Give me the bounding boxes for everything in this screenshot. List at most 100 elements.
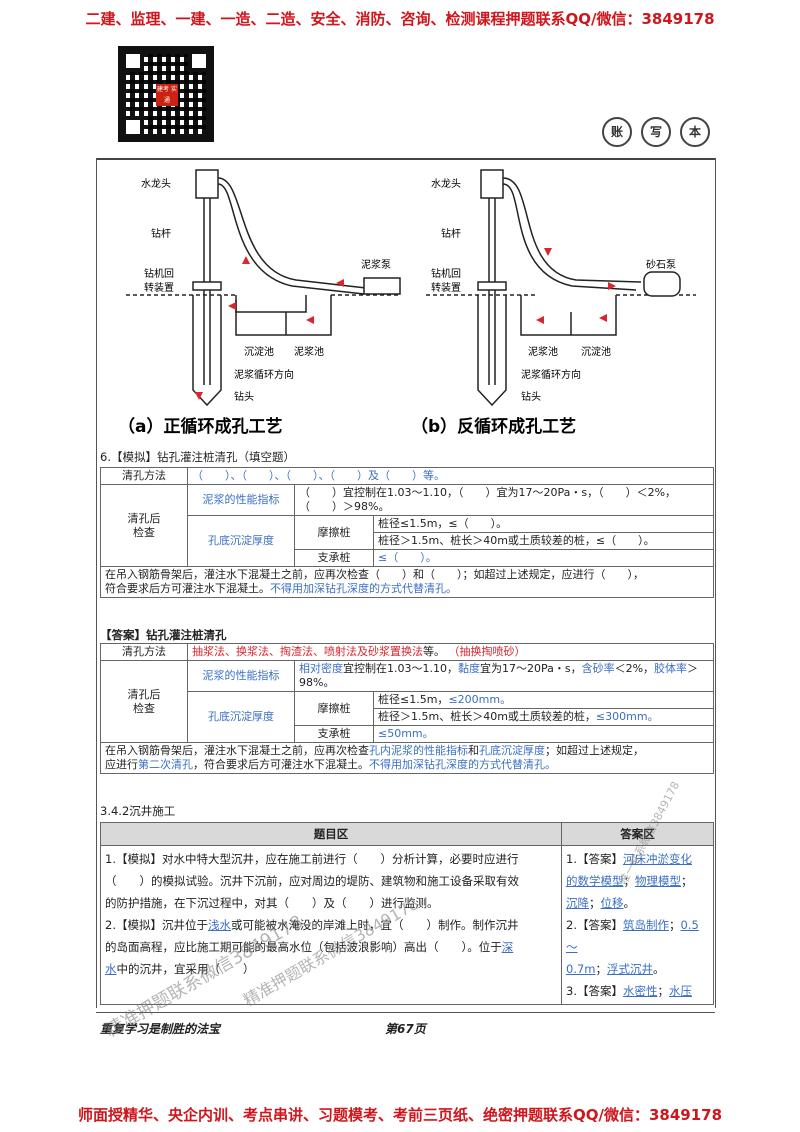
label-mud-b: 泥浆池 bbox=[528, 345, 558, 358]
qa-answers: 1.【答案】河床冲淤变化的数学模型；物理模型；沉降；位移。 2.【答案】筑岛制作… bbox=[561, 845, 714, 1005]
a2-pre: 2.【答案】 bbox=[566, 918, 623, 932]
a1-2: 的数学模型 bbox=[566, 874, 624, 888]
q6-title: 6.【模拟】钻孔灌注桩清孔（填空题） bbox=[100, 450, 295, 464]
q-mud-label: 泥浆的性能指标 bbox=[187, 484, 295, 516]
a-mud-v2: 宜控制在1.03～1.10， bbox=[343, 662, 458, 675]
q-note: 在吊入钢筋骨架后，灌注水下混凝土之前，应再次检查（ ）和（ ）；如超过上述规定，… bbox=[100, 566, 714, 598]
stamp-2: 写 bbox=[641, 117, 671, 147]
q2-l1a: 2.【模拟】沉井位于 bbox=[105, 918, 208, 932]
label-rotary-b: 钻机回 bbox=[431, 267, 461, 280]
page-number: 第67页 bbox=[385, 1022, 426, 1036]
label-rod-a: 钻杆 bbox=[151, 227, 171, 240]
a-mud-v5: 含砂率 bbox=[581, 662, 615, 675]
a1-8: 位移 bbox=[600, 896, 624, 910]
a2-5: ； bbox=[595, 962, 608, 976]
q2-l2: 的岛面高程，应比施工期可能的最高水位（包括波浪影响）高出（ ）。位于 bbox=[105, 940, 502, 954]
a2-6: 浮式沉井 bbox=[607, 962, 653, 976]
a-note-2c: ，符合要求后方可灌注水下混凝土。 bbox=[193, 758, 369, 771]
label-settle-b: 沉淀池 bbox=[581, 345, 611, 358]
a-mud-v4: 宜为17～20Pa・s， bbox=[479, 662, 582, 675]
label-pump-b: 砂石泵 bbox=[646, 258, 676, 271]
a3-2: ； bbox=[657, 984, 669, 998]
q-method-value: （ ）、（ ）、（ ）、（ ）及（ ）等。 bbox=[187, 467, 714, 485]
page-frame bbox=[96, 158, 716, 1008]
qa-questions: 1.【模拟】对水中特大型沉井，应在施工前进行（ ）分析计算，必要时应进行 （ ）… bbox=[100, 845, 562, 1005]
a-mud-v3: 黏度 bbox=[457, 662, 480, 675]
label-mud-a: 泥浆池 bbox=[294, 345, 324, 358]
q2-line3: 水中的沉井，宜采用（ ） bbox=[105, 958, 557, 980]
section-heading: 3.4.2沉井施工 bbox=[100, 804, 176, 818]
a-check-label: 清孔后检查 bbox=[100, 660, 188, 743]
a-sed-label: 孔底沉淀厚度 bbox=[187, 691, 295, 743]
a-note-2a: 应进行 bbox=[105, 758, 138, 771]
a-friction-1b: ≤200mm。 bbox=[448, 693, 512, 706]
q1-line1: 1.【模拟】对水中特大型沉井，应在施工前进行（ ）分析计算，必要时应进行 bbox=[105, 852, 519, 866]
a1-pre: 1.【答案】 bbox=[566, 852, 623, 866]
q2-l1b: 浅水 bbox=[207, 918, 231, 932]
label-circ-b: 泥浆循环方向 bbox=[521, 368, 581, 381]
a-note-1d: 孔底沉淀厚度 bbox=[479, 744, 545, 757]
a-note-1a: 在吊入钢筋骨架后，灌注水下混凝土之前，应再次检查 bbox=[105, 744, 369, 757]
label-rod-b: 钻杆 bbox=[441, 227, 461, 240]
a-method-tail: 等。 bbox=[423, 645, 445, 658]
stamp-1: 账 bbox=[602, 117, 632, 147]
label-rotary-a: 钻机回 bbox=[144, 267, 174, 280]
a-friction-label: 摩擦桩 bbox=[294, 691, 374, 726]
answer-title: 【答案】钻孔灌注桩清孔 bbox=[100, 628, 227, 642]
q-check-label: 清孔后检查 bbox=[100, 484, 188, 567]
a2: 2.【答案】筑岛制作；0.5～0.7m；浮式沉井。 bbox=[566, 914, 709, 980]
a2-3: 0.5～ bbox=[566, 918, 699, 954]
a-note: 在吊入钢筋骨架后，灌注水下混凝土之前，应再次检查孔内泥浆的性能指标和孔底沉淀厚度… bbox=[100, 742, 714, 774]
a1-5: ； bbox=[681, 874, 693, 888]
caption-b: （b）反循环成孔工艺 bbox=[411, 416, 576, 437]
a1-7: ； bbox=[589, 896, 601, 910]
label-bit-a: 钻头 bbox=[234, 390, 254, 403]
footer-motto: 重复学习是制胜的法宝 bbox=[100, 1022, 221, 1036]
drilling-diagram: 水龙头 钻杆 钻机回 转装置 泥浆泵 沉淀池 泥浆池 泥浆循环方向 钻头 水龙头… bbox=[118, 169, 696, 437]
answer-table: 清孔方法 抽浆法、换浆法、掏渣法、喷射法及砂浆置换法等。 （抽换掏喷砂） 清孔后… bbox=[100, 643, 714, 774]
a3: 3.【答案】水密性；水压 bbox=[566, 980, 709, 1002]
a2-4: 0.7m bbox=[566, 962, 596, 976]
a3-3: 水压 bbox=[668, 984, 692, 998]
qa-head-question: 题目区 bbox=[100, 822, 562, 846]
a-method-label: 清孔方法 bbox=[100, 643, 188, 661]
q-sed-label: 孔底沉淀厚度 bbox=[187, 515, 295, 567]
top-rule bbox=[96, 158, 715, 160]
a-friction-2a: 桩径＞1.5m、桩长＞40m或土质较差的桩， bbox=[378, 710, 596, 723]
a1-1: 河床冲淤变化 bbox=[622, 852, 692, 866]
q-bearing-label: 支承桩 bbox=[294, 549, 374, 567]
q-method-label: 清孔方法 bbox=[100, 467, 188, 485]
a-mud-value: 相对密度宜控制在1.03～1.10，黏度宜为17～20Pa・s，含砂率＜2%，胶… bbox=[294, 660, 714, 692]
a-note-2b: 第二次清孔 bbox=[138, 758, 193, 771]
question-table: 清孔方法 （ ）、（ ）、（ ）、（ ）及（ ）等。 清孔后检查 泥浆的性能指标… bbox=[100, 467, 714, 598]
stamp-3: 本 bbox=[680, 117, 710, 147]
a2-2: ； bbox=[668, 918, 681, 932]
a-note-1e: ；如超过上述规定， bbox=[545, 744, 644, 757]
a1: 1.【答案】河床冲淤变化的数学模型；物理模型；沉降；位移。 bbox=[566, 848, 709, 914]
a-mud-v7: 胶体率 bbox=[654, 662, 688, 675]
q-friction-label: 摩擦桩 bbox=[294, 515, 374, 550]
q2-line2: 的岛面高程，应比施工期可能的最高水位（包括波浪影响）高出（ ）。位于深 bbox=[105, 936, 557, 958]
a-mud-label: 泥浆的性能指标 bbox=[187, 660, 295, 692]
q-friction-1: 桩径≤1.5m，≤（ ）。 bbox=[373, 515, 714, 533]
label-rotary-b2: 转装置 bbox=[431, 281, 461, 294]
footer-rule bbox=[96, 1012, 715, 1013]
a2-7: 。 bbox=[653, 962, 665, 976]
q-note-2a: 符合要求后方可灌注水下混凝土。 bbox=[105, 582, 270, 595]
a-note-2d: 不得用加深钻孔深度的方式代替清孔。 bbox=[369, 758, 556, 771]
a3-1: 水密性 bbox=[622, 984, 658, 998]
label-circ-a: 泥浆循环方向 bbox=[234, 368, 294, 381]
stamp-row: 账写本 bbox=[602, 117, 719, 147]
a1-9: 。 bbox=[623, 896, 636, 910]
q-note-2b: 不得用加深钻孔深度的方式代替清孔。 bbox=[270, 582, 457, 595]
qr-code: 建考 实通 bbox=[118, 46, 214, 142]
a1-4: 物理模型 bbox=[635, 874, 681, 888]
a1-6: 沉降 bbox=[566, 896, 589, 910]
a-friction-1: 桩径≤1.5m，≤200mm。 bbox=[373, 691, 714, 709]
a-note-1c: 和 bbox=[468, 744, 479, 757]
q-friction-2: 桩径＞1.5m、桩长＞40m或土质较差的桩，≤（ ）。 bbox=[373, 532, 714, 550]
q-bearing-value: ≤（ ）。 bbox=[373, 549, 714, 567]
label-rotary-a2: 转装置 bbox=[144, 281, 174, 294]
qa-table: 题目区 答案区 1.【模拟】对水中特大型沉井，应在施工前进行（ ）分析计算，必要… bbox=[100, 822, 714, 1005]
a-friction-2: 桩径＞1.5m、桩长＞40m或土质较差的桩，≤300mm。 bbox=[373, 708, 714, 726]
